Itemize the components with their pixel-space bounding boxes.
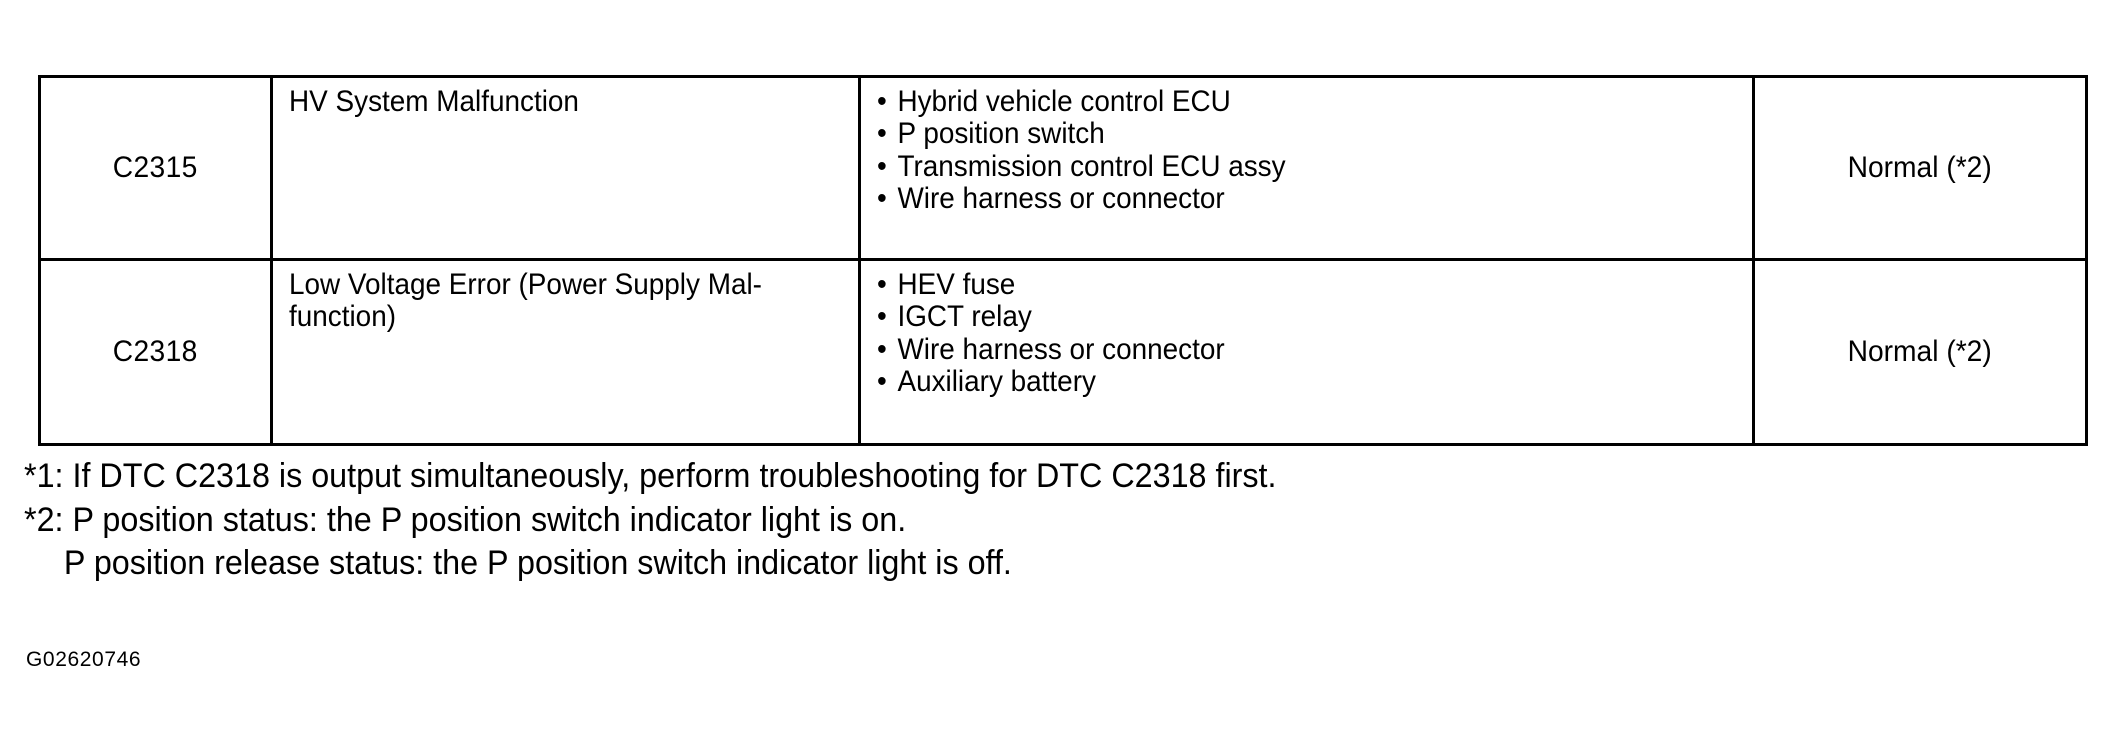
footnote-2: *2: P position status: the P position sw… [24,500,907,539]
bullet-icon: • [877,149,887,183]
status-value: Normal (*2) [1847,151,1993,184]
detection-item-cell: HV System Malfunction [270,75,861,261]
list-item-label: Hybrid vehicle control ECU [897,85,1231,118]
detection-item-text: HV System Malfunction [289,85,579,118]
list-item-label: P position switch [897,117,1105,151]
bullet-icon: • [877,85,887,118]
detection-item-line-1: Low Voltage Error (Power Supply Mal- [289,268,762,301]
dtc-table: C2315 HV System Malfunction • Hybrid veh… [38,75,2088,446]
detection-item-cell: Low Voltage Error (Power Supply Mal- fun… [270,258,861,446]
table-row: C2315 HV System Malfunction • Hybrid veh… [38,75,2088,261]
list-item-label: Transmission control ECU assy [897,149,1286,183]
list-item: • Auxiliary battery [877,364,1742,398]
trouble-area-cell: • HEV fuse • IGCT relay • Wire harness o… [858,258,1755,446]
list-item-label: HEV fuse [897,268,1016,301]
bullet-icon: • [877,300,887,334]
bullet-icon: • [877,364,887,398]
detection-item-line-2: function) [289,300,397,334]
bullet-icon: • [877,268,887,301]
trouble-area-list: • Hybrid vehicle control ECU • P positio… [877,85,1742,215]
bullet-icon: • [877,332,887,366]
bullet-icon: • [877,117,887,151]
list-item-label: IGCT relay [897,300,1032,334]
list-item: • Wire harness or connector [877,181,1742,215]
table-row: C2318 Low Voltage Error (Power Supply Ma… [38,258,2088,446]
figure-id-label: G02620746 [26,648,142,671]
footnote-block: *1: If DTC C2318 is output simultaneousl… [24,455,2104,586]
list-item: • Transmission control ECU assy [877,149,1742,183]
trouble-area-list: • HEV fuse • IGCT relay • Wire harness o… [877,268,1742,398]
status-cell: Normal (*2) [1752,258,2088,446]
list-item: • IGCT relay [877,300,1742,334]
list-item: • P position switch [877,117,1742,151]
dtc-code-cell: C2318 [38,258,273,446]
status-value: Normal (*2) [1847,335,1993,368]
dtc-code-value: C2315 [113,151,198,184]
status-cell: Normal (*2) [1752,75,2088,261]
list-item-label: Auxiliary battery [897,364,1096,398]
dtc-code-value: C2318 [113,335,198,368]
list-item: • Wire harness or connector [877,332,1742,366]
list-item-label: Wire harness or connector [897,181,1225,215]
footnote-1: *1: If DTC C2318 is output simultaneousl… [24,457,1277,495]
detection-item-text: Low Voltage Error (Power Supply Mal- fun… [289,268,846,334]
list-item: • HEV fuse [877,268,1742,301]
trouble-area-cell: • Hybrid vehicle control ECU • P positio… [858,75,1755,261]
dtc-code-cell: C2315 [38,75,273,261]
list-item-label: Wire harness or connector [897,332,1225,366]
footnote-2-continuation: P position release status: the P positio… [63,544,1012,583]
bullet-icon: • [877,181,887,215]
list-item: • Hybrid vehicle control ECU [877,85,1742,118]
